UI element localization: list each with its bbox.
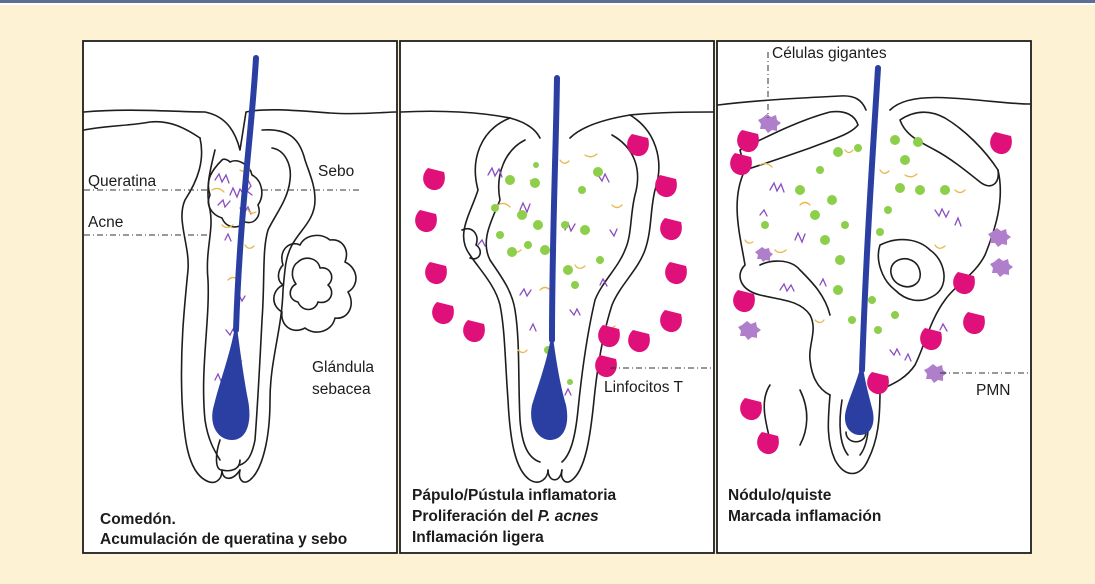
panel-nodulo: Células gigantes PMN Nódulo/quiste Marca…: [717, 41, 1031, 553]
caption-nodulo-line2: Marcada inflamación: [728, 508, 881, 525]
caption-papula-line3: Inflamación ligera: [412, 529, 544, 546]
label-sebacea: sebacea: [312, 381, 371, 398]
caption-papula-line1: Pápulo/Pústula inflamatoria: [412, 487, 616, 504]
caption-nodulo-line1: Nódulo/quiste: [728, 487, 832, 504]
label-acne: Acne: [88, 214, 123, 231]
label-sebo: Sebo: [318, 163, 354, 180]
panel-comedon: Queratina Acne Sebo Glándula sebacea Com…: [83, 41, 397, 553]
caption-comedon-line1: Comedón.: [100, 511, 176, 528]
label-glandula: Glándula: [312, 359, 374, 376]
label-queratina: Queratina: [88, 173, 156, 190]
panel-papula: Linfocitos T Pápulo/Pústula inflamatoria…: [400, 41, 714, 553]
caption-papula-line2-text: Proliferación del: [412, 508, 538, 525]
label-linfocitos-t: Linfocitos T: [604, 379, 684, 396]
caption-papula-line2: Proliferación del P. acnes: [412, 508, 599, 525]
label-pmn: PMN: [976, 382, 1010, 399]
caption-papula-pacnes: P. acnes: [538, 508, 599, 525]
label-celulas-gigantes: Células gigantes: [772, 45, 887, 62]
caption-comedon-line2: Acumulación de queratina y sebo: [100, 531, 347, 548]
